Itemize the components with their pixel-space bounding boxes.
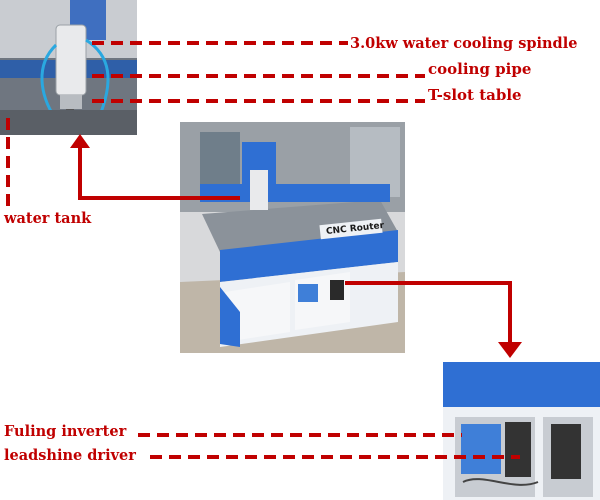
machine-to-cabinet-arrow — [345, 281, 512, 345]
spindle-label: 3.0kw water cooling spindle — [350, 35, 578, 52]
t-slot-table-label: T-slot table — [428, 86, 522, 104]
spindle-closeup-photo — [0, 0, 137, 135]
cabinet-arrowhead — [498, 342, 522, 358]
electrical-cabinet-photo — [443, 362, 600, 500]
cooling-pipe-label: cooling pipe — [428, 60, 532, 78]
spindle-arrowhead — [70, 134, 90, 148]
machine-to-spindle-arrow — [78, 145, 240, 200]
leadshine-driver-label: leadshine driver — [4, 447, 136, 464]
water-tank-label: water tank — [4, 210, 92, 227]
fuling-inverter-label: Fuling inverter — [4, 423, 127, 440]
